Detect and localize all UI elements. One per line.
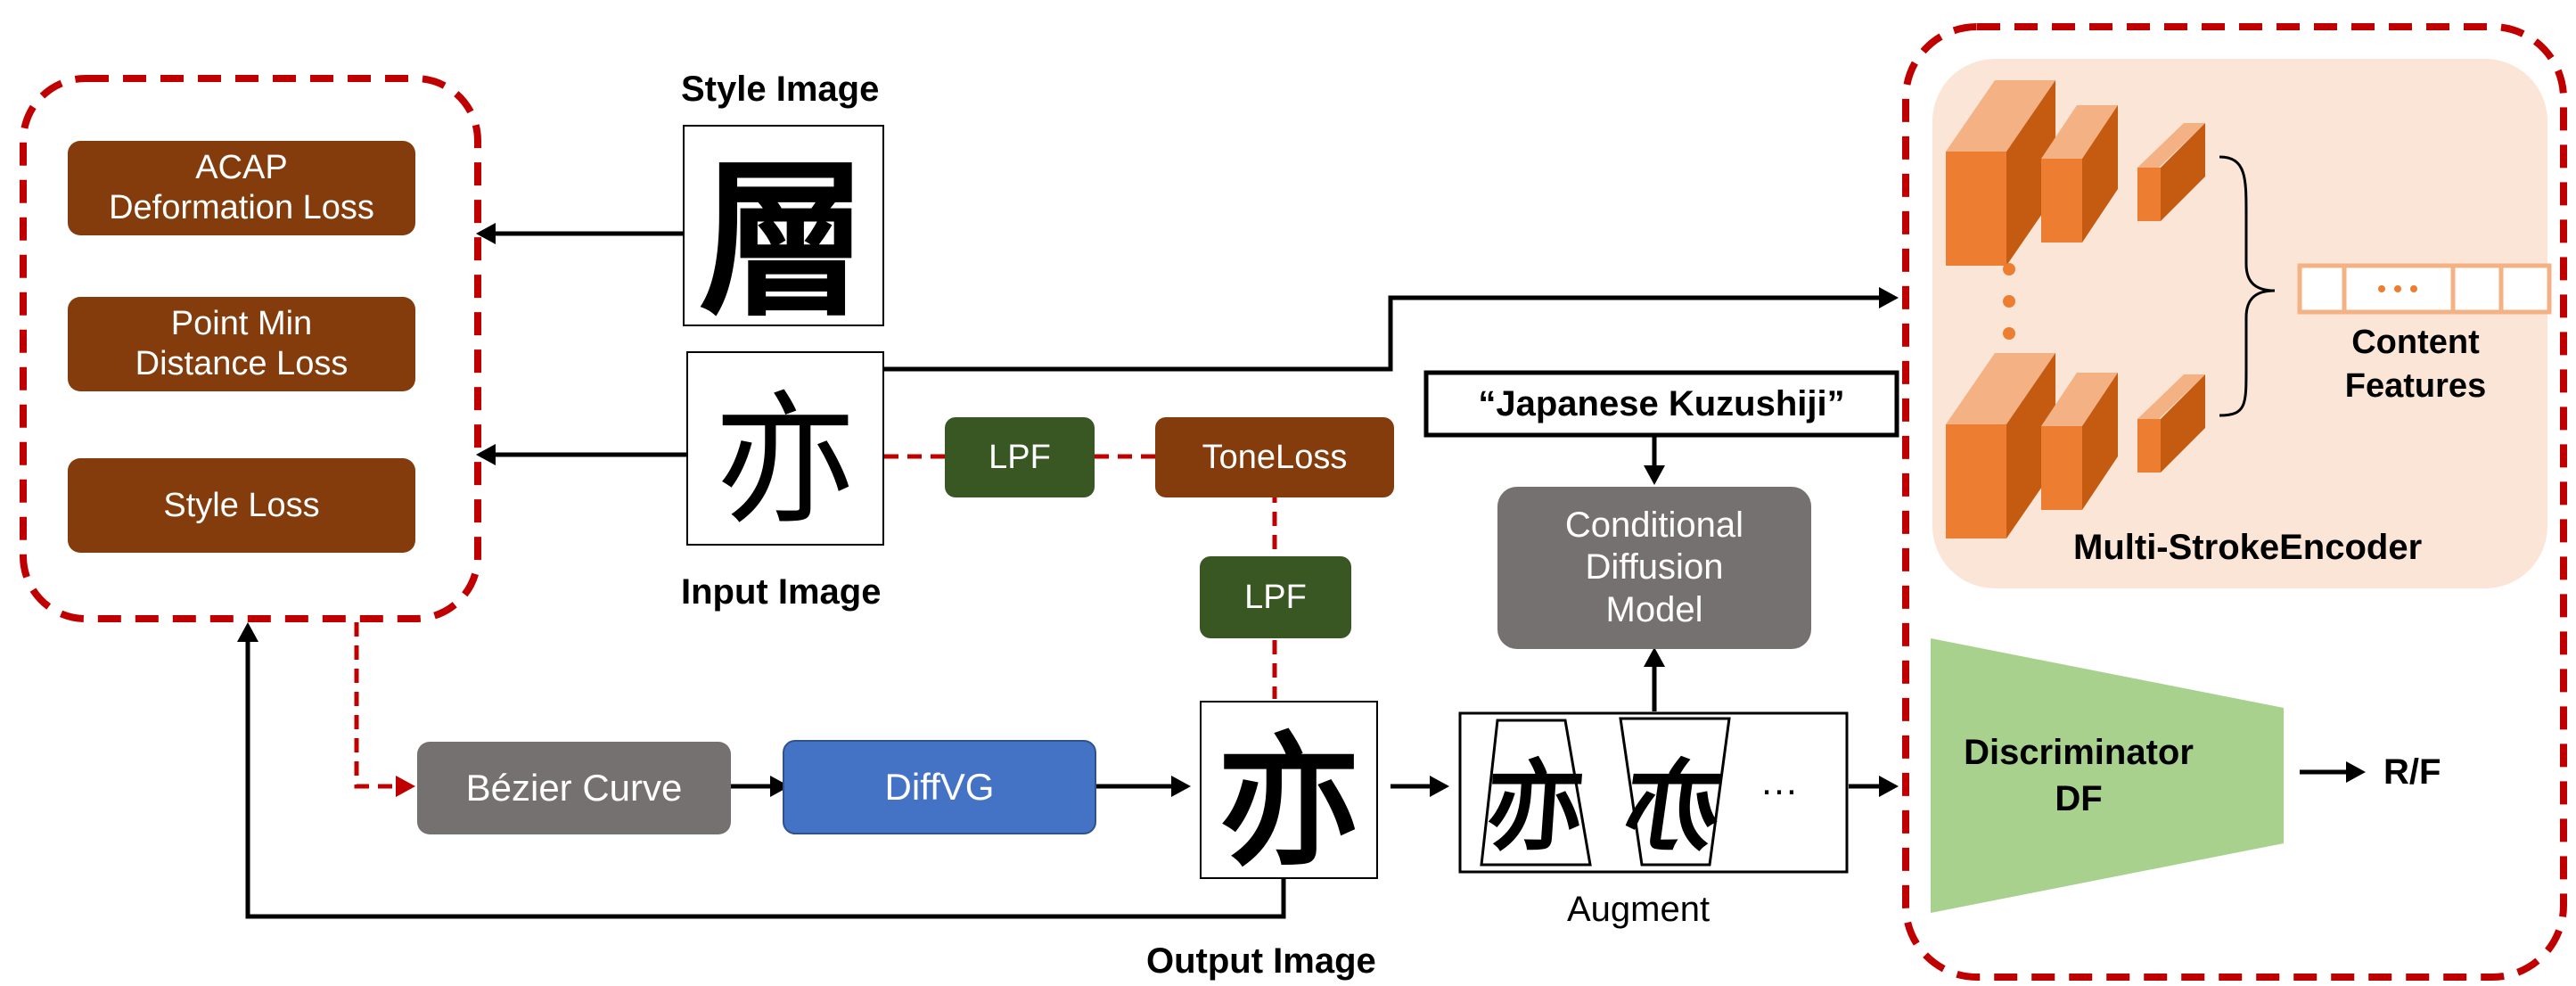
input-image-glyph: 亦 (713, 377, 857, 544)
input-image: 亦 (686, 351, 884, 546)
red-arrowhead (396, 776, 415, 797)
encoder-ellipsis-dot (2003, 263, 2015, 275)
encoder-ellipsis-dot (2003, 327, 2015, 340)
input-image-label: Input Image (681, 572, 882, 612)
multi-stroke-encoder-label: Multi-StrokeEncoder (2073, 528, 2423, 567)
black-arrows (245, 231, 2353, 919)
style-image: 層 (683, 125, 884, 340)
bezier-curve-box: Bézier Curve (417, 742, 731, 834)
discriminator-shape (1931, 638, 2284, 913)
black-arrowheads (237, 223, 2366, 797)
output-image-glyph: 亦 (1217, 718, 1360, 885)
encoder-ellipsis-dot (2003, 295, 2015, 308)
diffvg-box: DiffVG (783, 740, 1096, 834)
model-group-container (1902, 23, 2567, 981)
real-fake-output: R/F (2383, 752, 2441, 792)
augment-tile-2 (1619, 717, 1731, 867)
content-features-label: Content Features (2344, 324, 2487, 406)
conditional-diffusion-model: Conditional Diffusion Model (1497, 487, 1811, 649)
augment-label: Augment (1567, 890, 1710, 929)
output-image: 亦 (1200, 701, 1378, 885)
tone-loss: ToneLoss (1155, 417, 1394, 497)
style-loss: Style Loss (68, 458, 415, 553)
encoder-stack-bottom (1946, 353, 2205, 538)
augment-ellipsis: … (1760, 760, 1799, 803)
acap-deformation-loss: ACAP Deformation Loss (68, 141, 415, 235)
prompt-text: “Japanese Kuzushiji” (1478, 383, 1845, 423)
augment-glyph-2: 亦 (1616, 749, 1731, 864)
lpf-top: LPF (945, 417, 1095, 497)
augment-glyph-1: 亦 (1481, 749, 1588, 864)
encoder-stack-top (1946, 80, 2205, 266)
content-feature-vector (2297, 263, 2552, 315)
style-image-label: Style Image (681, 70, 880, 109)
prompt-box (1423, 370, 1899, 438)
style-image-glyph: 層 (698, 140, 868, 340)
encoder-brace (2219, 155, 2276, 417)
output-image-label: Output Image (1146, 941, 1376, 981)
point-min-distance-loss: Point Min Distance Loss (68, 297, 415, 391)
loss-group-container (20, 75, 481, 622)
red-dashed-links (354, 454, 1277, 789)
lpf-bottom: LPF (1200, 556, 1351, 638)
discriminator-label: Discriminator DF (1964, 733, 2194, 818)
augment-tile-1 (1480, 719, 1592, 867)
